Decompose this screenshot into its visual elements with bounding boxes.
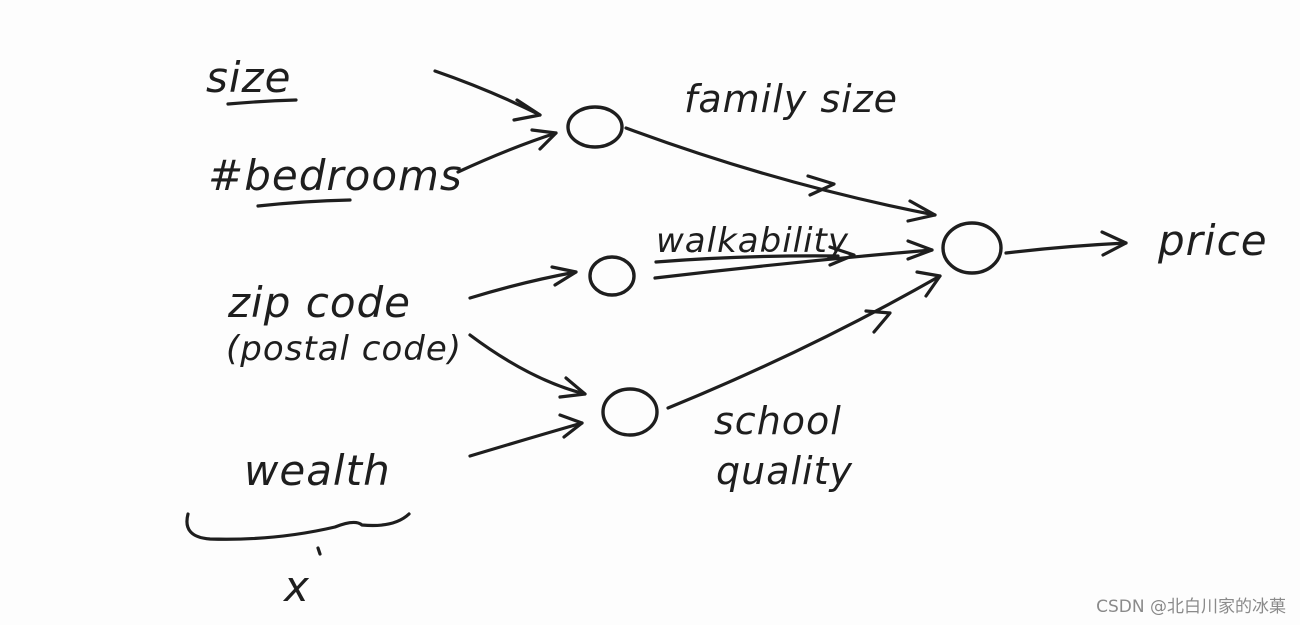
hidden-label-walkability: walkability [656,221,849,261]
arrow-wealth-to-h3 [468,413,584,458]
input-brace [185,512,411,541]
hidden-node-3 [601,387,659,437]
input-vector-x: x [284,562,310,611]
input-label-wealth: wealth [244,446,391,495]
bedrooms-underline [256,198,352,208]
hidden-label-family-size: family size [684,77,899,121]
input-label-size: size [206,53,292,102]
hidden-node-1 [566,105,624,149]
arrow-h1-to-output [624,126,937,223]
arrow-size-to-h1 [433,69,542,122]
hidden-label-school: school [714,399,842,443]
size-underline [226,98,298,106]
output-label-price: price [1158,216,1268,265]
brace-tick [316,546,322,556]
arrow-zip-to-h2 [468,265,578,300]
hidden-label-quality: quality [716,449,853,493]
arrow-h2-to-output [653,239,934,280]
arrow-zip-to-h3 [468,333,587,399]
walkability-underline [654,254,840,264]
arrow-output-to-price [1004,230,1128,257]
input-label-postal-code: (postal code) [226,329,463,369]
input-label-zip-code: zip code [228,278,412,327]
output-node [941,221,1003,275]
watermark: CSDN @北白川家的冰菓 [1096,597,1286,617]
arrow-h3-to-output [666,270,942,410]
input-label-bedrooms: #bedrooms [208,151,463,200]
arrow-bedrooms-to-h1 [456,128,558,174]
hidden-node-2 [588,255,636,297]
